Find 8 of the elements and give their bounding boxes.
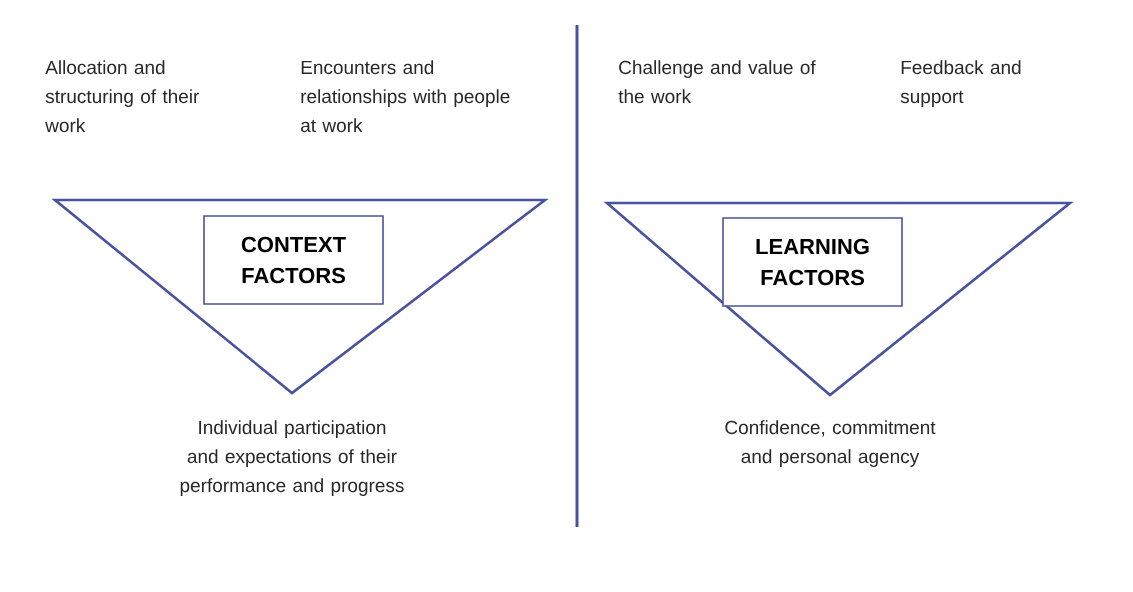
caption-text: Allocation and structuring of their work <box>45 60 200 133</box>
caption-text: Encounters and relationships with people at work <box>301 60 510 133</box>
label-box: CONTEXT FACTORS <box>203 215 384 305</box>
caption-text: Individual participation and expectations of their performance and progress <box>180 420 404 496</box>
caption-text: Feedback and support <box>900 60 1021 107</box>
caption-text: Challenge and value of the work <box>618 60 816 104</box>
caption-text: Confidence, commitment and personal agency <box>725 420 936 467</box>
label-box: LEARNING FACTORS <box>722 217 903 307</box>
